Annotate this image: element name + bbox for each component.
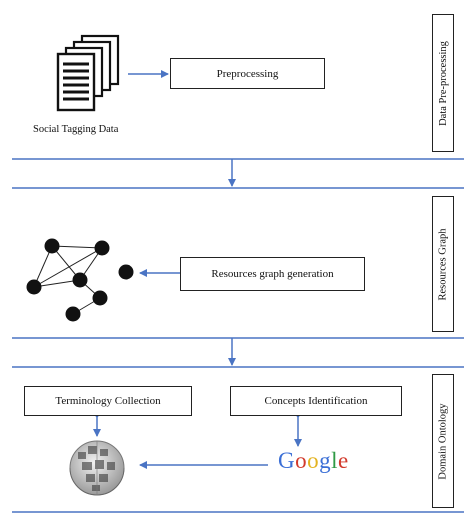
concepts-identification-label: Concepts Identification — [264, 395, 368, 407]
google-logo: Google — [278, 448, 349, 473]
graph-network-icon — [26, 238, 134, 322]
social-tagging-data-caption: Social Tagging Data — [33, 124, 119, 135]
terminology-collection-label: Terminology Collection — [55, 395, 161, 407]
preprocessing-label: Preprocessing — [216, 67, 279, 80]
resources-graph-generation-box: Resources graph generation — [180, 257, 365, 291]
side-label-resources-graph: Resources Graph — [432, 196, 454, 332]
wikipedia-globe-icon — [69, 440, 125, 496]
side-label-data-preprocessing: Data Pre-processing — [432, 14, 454, 152]
documents-stack-icon — [56, 34, 120, 112]
resources-graph-generation-label: Resources graph generation — [211, 268, 334, 280]
side-label-domain-ontology: Domain Ontology — [432, 374, 454, 508]
terminology-collection-box: Terminology Collection — [24, 386, 192, 416]
preprocessing-box: Preprocessing — [170, 58, 325, 89]
concepts-identification-box: Concepts Identification — [230, 386, 402, 416]
